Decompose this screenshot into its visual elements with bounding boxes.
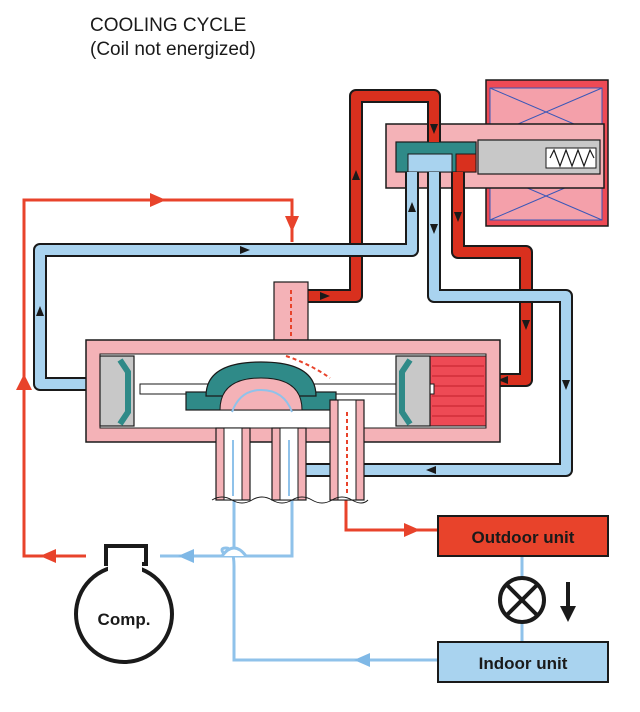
pilot-slide-cavity xyxy=(407,153,453,173)
flow-arrow xyxy=(320,292,330,300)
flow-arrow xyxy=(426,466,436,474)
suction-line xyxy=(160,500,294,558)
flow-arrow-red xyxy=(150,193,166,207)
flow-arrow xyxy=(240,246,250,254)
flow-arrow-red xyxy=(40,549,56,563)
title-line-2: (Coil not energized) xyxy=(90,39,256,60)
right-pressure-chamber xyxy=(429,355,487,427)
title-line-1: COOLING CYCLE xyxy=(90,15,247,36)
flow-arrow-red xyxy=(285,216,299,232)
crossover-bump xyxy=(220,546,248,557)
flow-arrow-blue xyxy=(178,549,194,563)
flow-arrow xyxy=(562,380,570,390)
flow-arrow-red xyxy=(404,523,420,537)
outdoor-unit xyxy=(437,515,609,557)
flow-arrow xyxy=(522,320,530,330)
flow-arrow xyxy=(498,376,508,384)
spring-icon xyxy=(549,148,595,168)
flow-arrow xyxy=(430,124,438,134)
flow-arrow xyxy=(430,224,438,234)
indoor-unit-label: Indoor unit xyxy=(479,654,568,673)
flow-arrow-blue xyxy=(354,653,370,667)
indoor-unit xyxy=(437,641,609,683)
flow-arrow xyxy=(36,306,44,316)
line-from-indoor xyxy=(220,500,440,662)
diagram-title: COOLING CYCLE (Coil not energized) xyxy=(90,14,256,62)
line-to-outdoor xyxy=(344,500,440,532)
pilot-hot-chamber xyxy=(455,153,477,173)
flow-arrow xyxy=(352,170,360,180)
flow-arrow xyxy=(454,212,462,222)
outdoor-unit-label: Outdoor unit xyxy=(472,528,575,547)
compressor-label: Comp. xyxy=(98,610,151,629)
flow-arrow-red xyxy=(16,374,32,390)
flow-arrow xyxy=(408,202,416,212)
